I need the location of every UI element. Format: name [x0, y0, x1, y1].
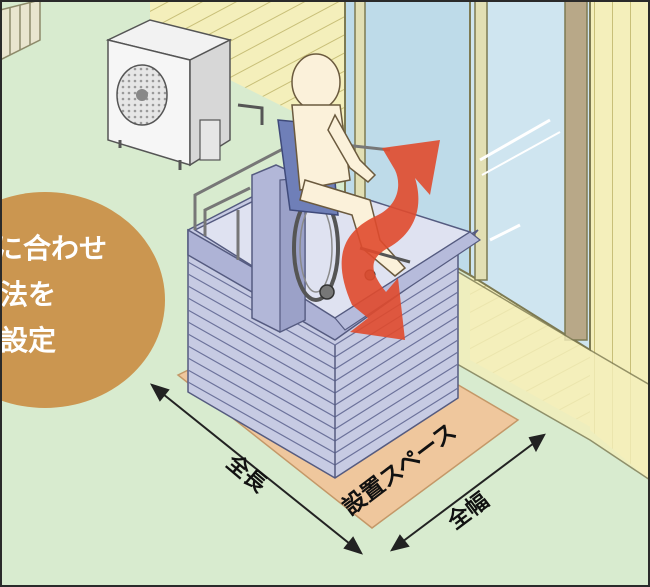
- motion-arrow-icon: [341, 140, 440, 340]
- fence: [0, 0, 41, 61]
- badge-line-2: 法を: [0, 278, 56, 311]
- badge-line-1: に合わせ: [0, 232, 107, 265]
- air-conditioner-icon: [105, 19, 233, 170]
- badge-line-3: 設定: [0, 324, 56, 357]
- dimension-length-arrow: [149, 383, 364, 555]
- info-badge: に合わせ 法を 設定: [0, 192, 165, 408]
- dimension-width-arrow: [389, 433, 546, 552]
